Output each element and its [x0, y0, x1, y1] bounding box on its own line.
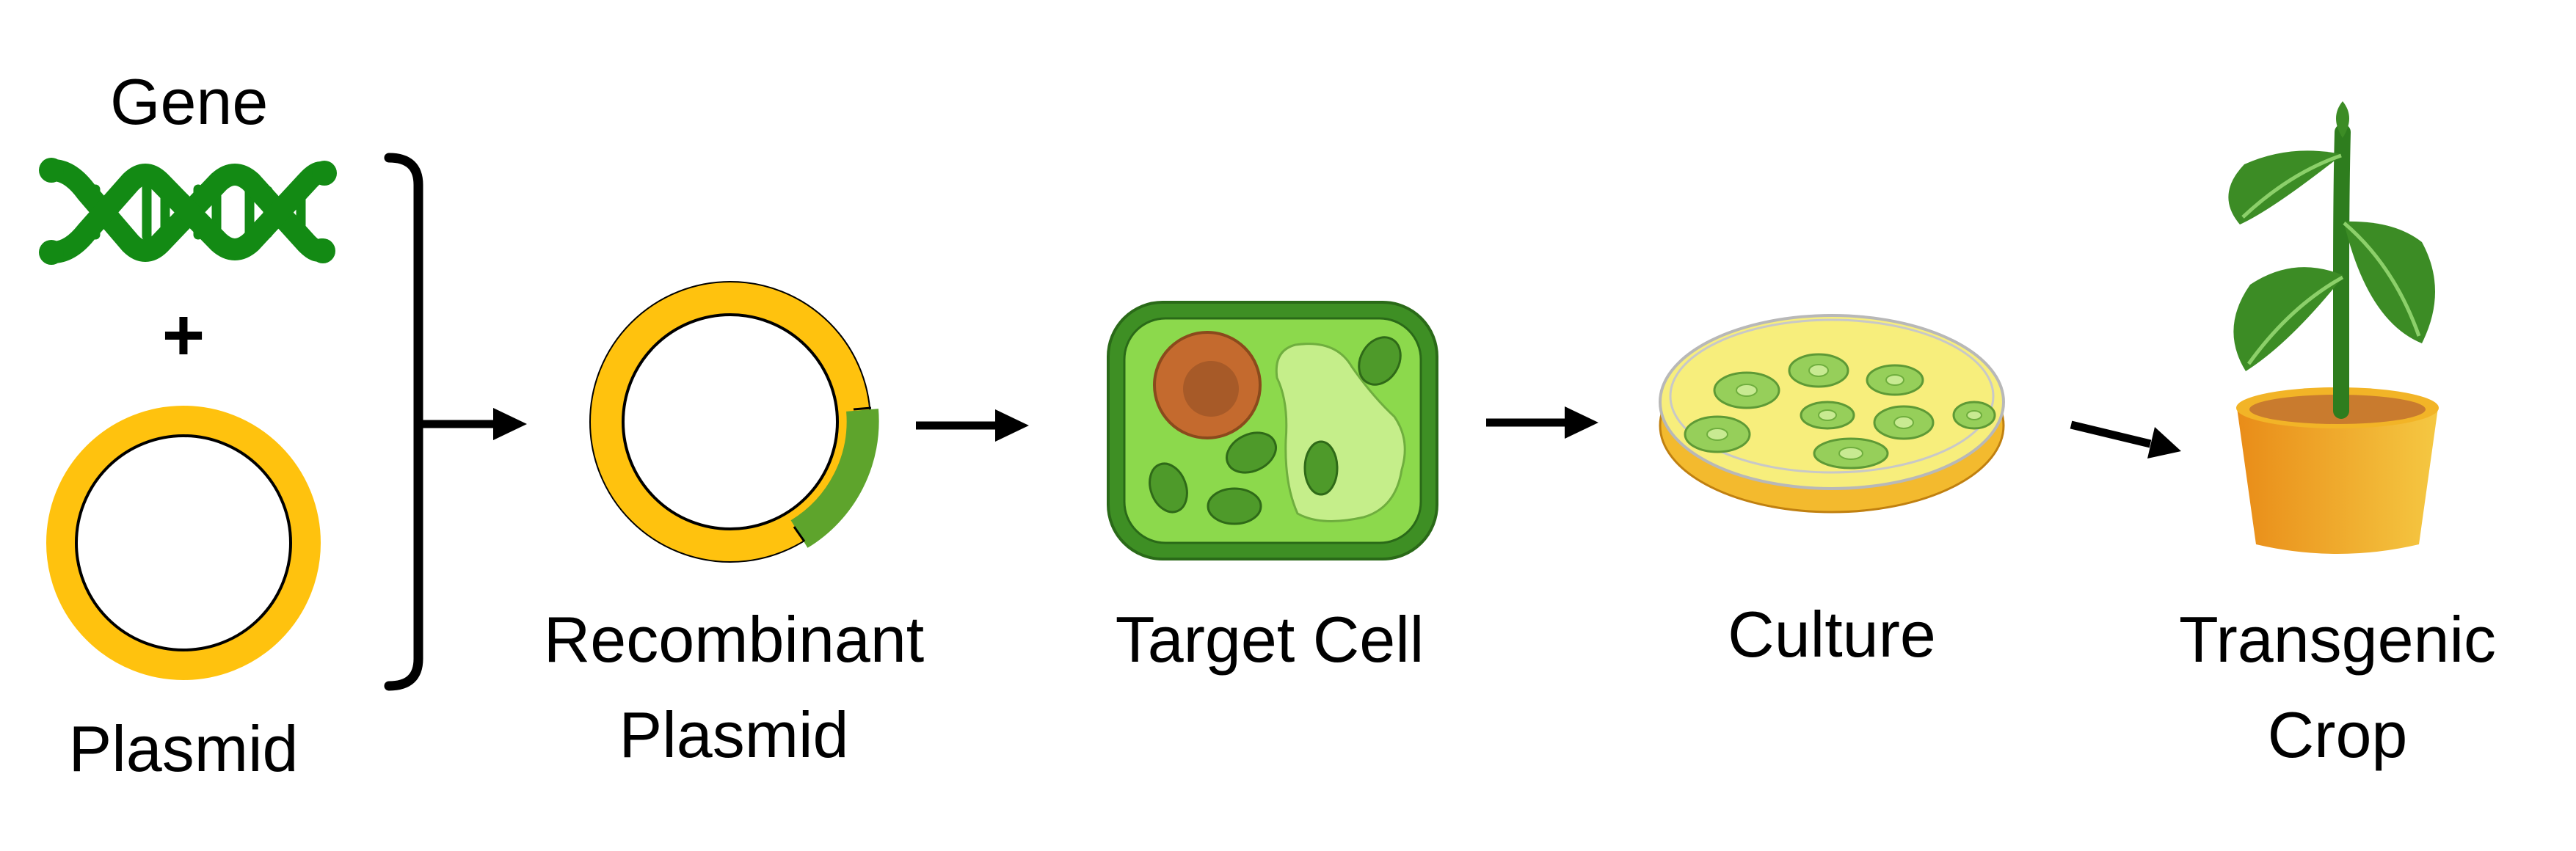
recombinant-plasmid-label-line1: Recombinant	[543, 603, 925, 676]
plant-cell-icon	[1107, 301, 1438, 560]
leaf-right	[2344, 221, 2435, 343]
plasmid-label: Plasmid	[68, 712, 299, 785]
chloroplasts	[1149, 336, 1402, 525]
potted-plant-icon	[2228, 101, 2439, 554]
transgenic-crop-label-line2: Crop	[2267, 698, 2408, 771]
transgenic-crop-label-line1: Transgenic	[2178, 603, 2497, 676]
culture-label: Culture	[1728, 598, 1936, 671]
combine-bracket	[384, 153, 423, 691]
dna-icon	[39, 158, 337, 265]
stem	[2333, 124, 2351, 419]
arrow-to-culture	[1486, 406, 1598, 439]
gene-label: Gene	[110, 65, 269, 138]
petri-dish-icon	[1659, 314, 2005, 514]
recombinant-plasmid-icon	[589, 281, 879, 563]
nucleolus	[1183, 361, 1239, 417]
tip-leaf	[2336, 101, 2349, 138]
target-cell-label: Target Cell	[1115, 603, 1425, 676]
arrow-to-target-cell	[916, 409, 1029, 442]
arrow-to-transgenic-crop	[2070, 420, 2181, 459]
arrow-combine	[418, 408, 527, 440]
recombinant-plasmid-label-line2: Plasmid	[619, 698, 849, 771]
plus-sign: +	[161, 294, 205, 376]
pot-body	[2237, 408, 2438, 554]
plasmid-icon	[46, 406, 321, 680]
